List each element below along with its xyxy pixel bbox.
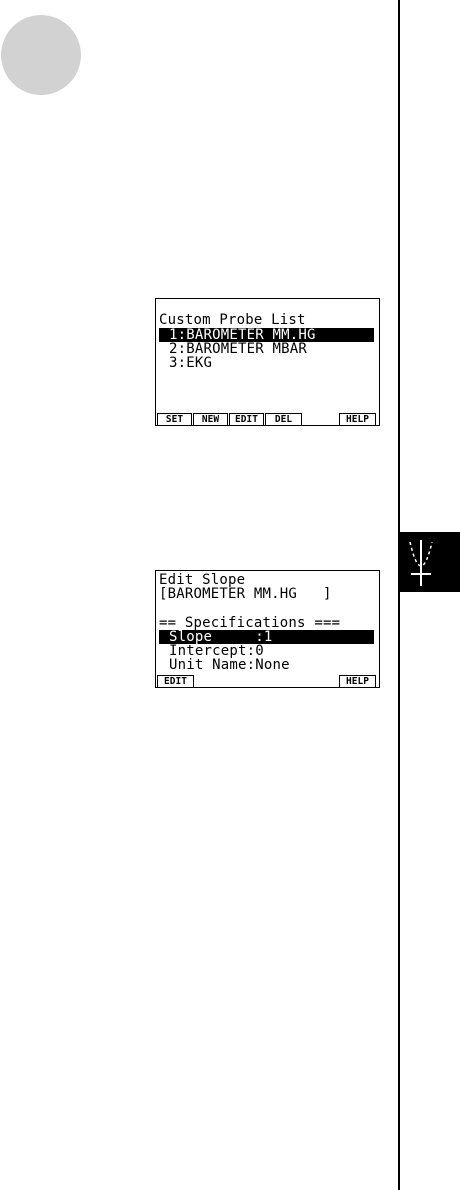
- probe-list-item[interactable]: 2:BAROMETER MBAR: [169, 341, 308, 357]
- fkey-help[interactable]: HELP: [339, 413, 376, 425]
- margin-rule: [398, 0, 400, 1190]
- custom-probe-list-screen: Custom Probe List 1:BAROMETER MM.HG 2:BA…: [155, 298, 380, 426]
- edit-slope-screen: Edit Slope [BAROMETER MM.HG ] == Specifi…: [155, 570, 380, 688]
- fkey-new[interactable]: NEW: [193, 413, 228, 425]
- spec-field-slope[interactable]: Slope :1: [159, 630, 374, 644]
- probe-list-item[interactable]: 3:EKG: [169, 355, 213, 371]
- probe-list-item[interactable]: 1:BAROMETER MM.HG: [159, 328, 374, 342]
- section-header: == Specifications ===: [159, 615, 341, 631]
- graph-parabola-icon: [409, 540, 433, 586]
- fkey-set[interactable]: SET: [157, 413, 192, 425]
- screen-title: Edit Slope: [159, 572, 246, 588]
- function-key-bar: SET NEW EDIT DEL HELP: [156, 411, 379, 425]
- fkey-edit[interactable]: EDIT: [157, 675, 194, 687]
- side-tab: [398, 532, 460, 592]
- spec-field-intercept[interactable]: Intercept:0: [169, 643, 264, 659]
- fkey-edit[interactable]: EDIT: [229, 413, 264, 425]
- function-key-bar: EDIT HELP: [156, 673, 379, 687]
- screen-title: Custom Probe List: [159, 312, 306, 328]
- fkey-del[interactable]: DEL: [265, 413, 302, 425]
- step-circle-icon: [1, 15, 81, 95]
- fkey-help[interactable]: HELP: [339, 675, 376, 687]
- spec-field-unit-name[interactable]: Unit Name:None: [169, 657, 290, 673]
- probe-name: [BAROMETER MM.HG ]: [159, 586, 332, 602]
